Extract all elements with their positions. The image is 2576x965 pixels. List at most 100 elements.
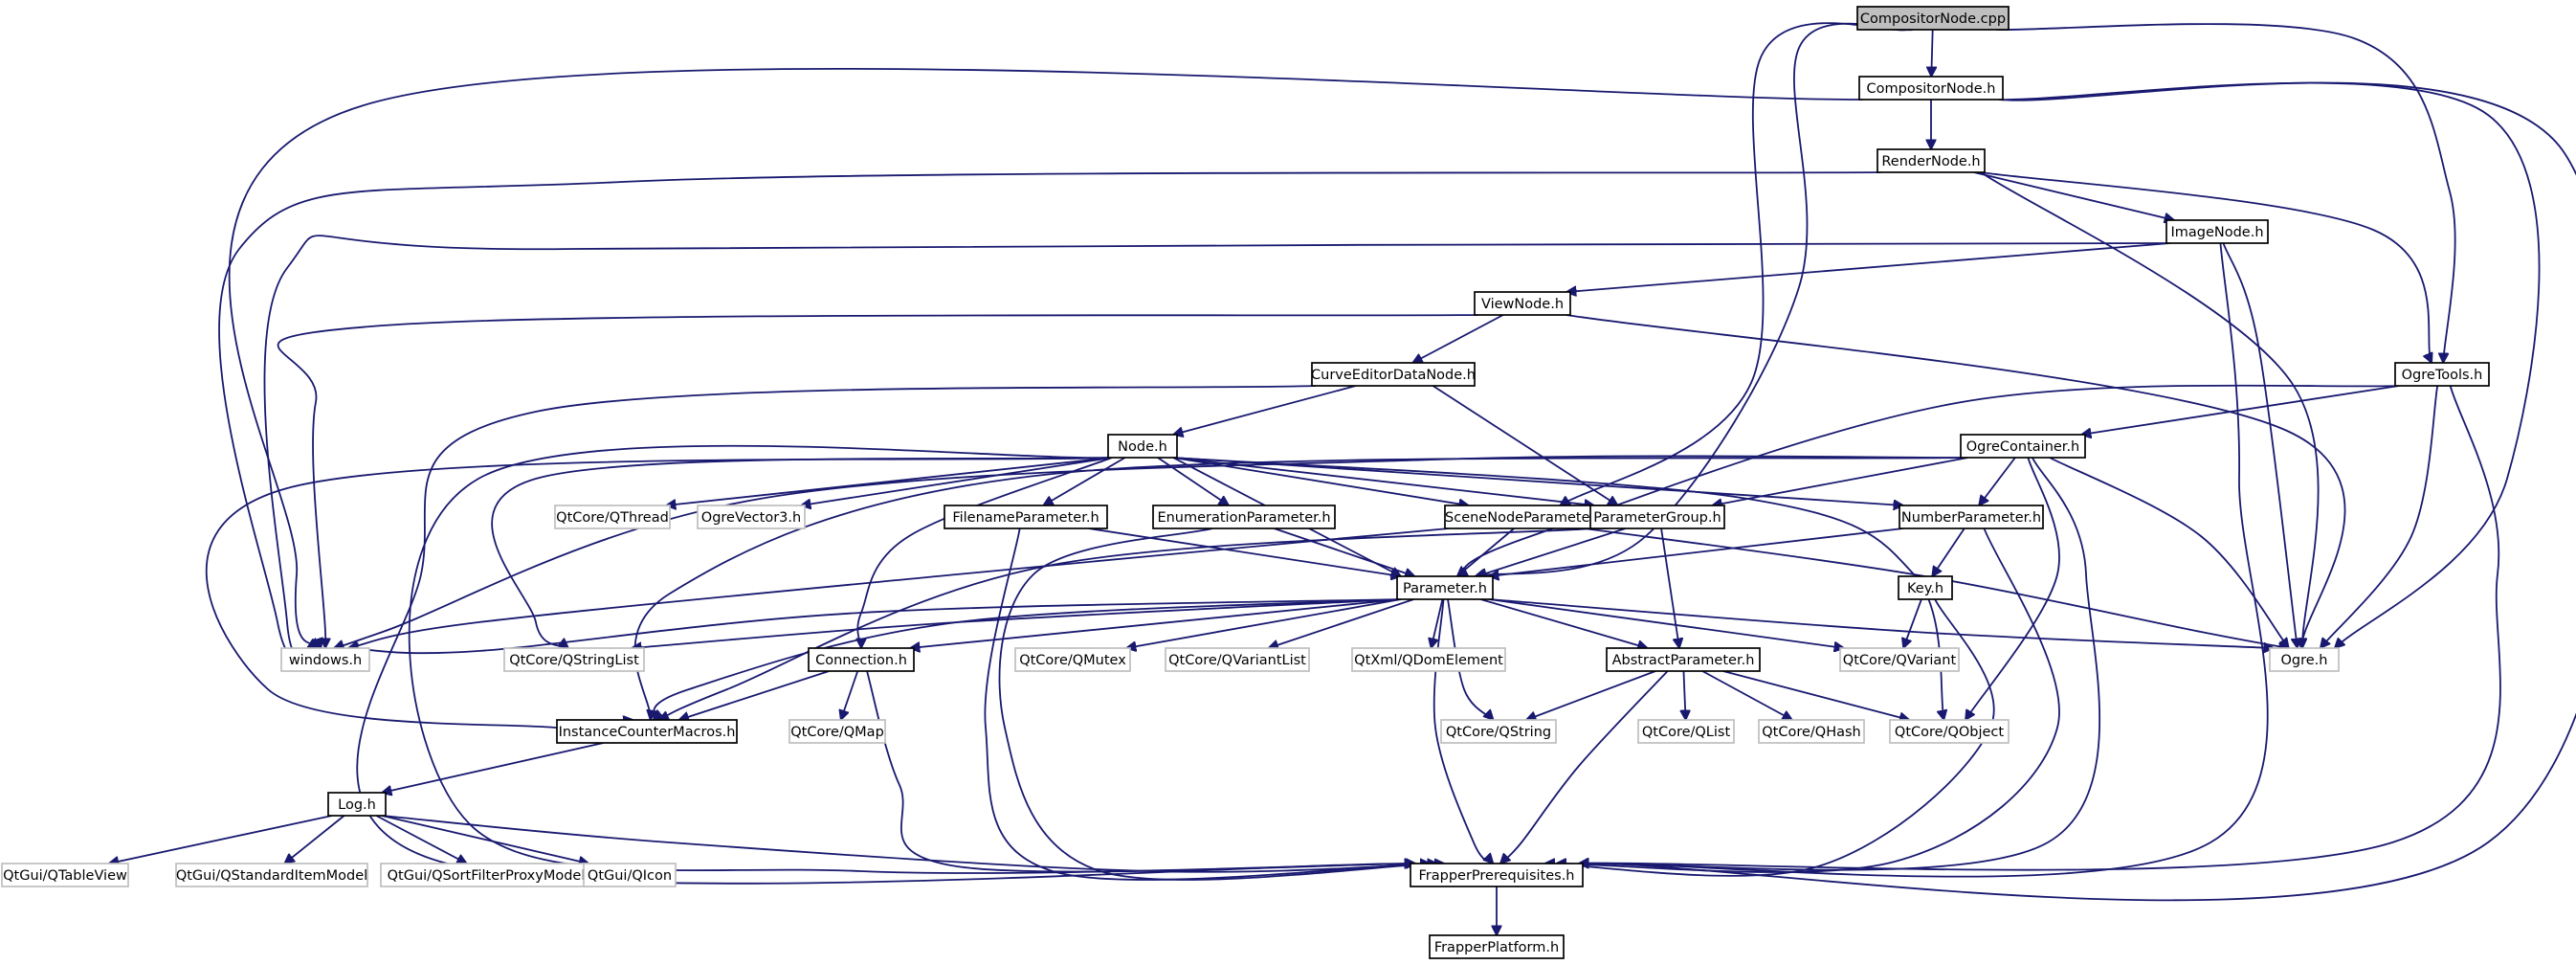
edge-ogrecontainer_h-to-frapperprerequisites_h <box>1579 457 2101 871</box>
node-compositornode-h[interactable]: CompositorNode.h <box>1858 76 2004 101</box>
node-scenenodeparameter-h[interactable]: SceneNodeParameter.h <box>1444 505 1609 529</box>
edge-imagenode_h-to-viewnode_h <box>1566 242 2171 292</box>
node-ogre-h: Ogre.h <box>2269 647 2340 672</box>
node-box <box>1014 647 1131 672</box>
node-box <box>1758 719 1865 744</box>
edge-ogretools_h-to-parameter_h <box>1458 384 2400 576</box>
edge-parameter_h-to-abstractparameter_h <box>1480 598 1647 648</box>
node-rendernode-h[interactable]: RenderNode.h <box>1876 148 1986 173</box>
node-label: CompositorNode.h <box>1867 81 1996 97</box>
edge-compositornode_cpp-to-scenenodeparameter_h <box>1560 22 1908 505</box>
edge-log_h-to-frapperprerequisites_h <box>381 815 1444 873</box>
node-box <box>2269 647 2340 672</box>
node-label: Connection.h <box>815 653 907 668</box>
node-frapperprerequisites-h[interactable]: FrapperPrerequisites.h <box>1410 863 1584 887</box>
node-frapperplatform-h[interactable]: FrapperPlatform.h <box>1429 934 1565 959</box>
edge-abstractparameter_h-to-frapperprerequisites_h <box>1500 670 1669 864</box>
node-label: AbstractParameter.h <box>1612 653 1755 668</box>
node-box <box>503 647 645 672</box>
edge-parameter_h-to-qvariant <box>1488 598 1844 648</box>
edge-rendernode_h-to-ogretools_h <box>1980 171 2432 363</box>
edge-node_h-to-connection_h <box>857 457 1113 648</box>
node-ogrecontainer-h[interactable]: OgreContainer.h <box>1960 434 2086 459</box>
node-box <box>1152 505 1336 529</box>
node-label: QtGui/QIcon <box>588 868 672 884</box>
node-qlist: QtCore/QList <box>1637 719 1735 744</box>
node-box <box>1589 505 1725 529</box>
node-box <box>697 505 806 529</box>
node-parameter-h[interactable]: Parameter.h <box>1396 575 1494 600</box>
node-box <box>1606 647 1761 672</box>
edge-curveeditordatanode_h-to-parametergroup_h <box>1432 385 1617 505</box>
node-box <box>1410 863 1584 887</box>
edge-ogrecontainer_h-to-windows_h <box>334 455 1965 648</box>
edge-parametergroup_h-to-parameter_h <box>1477 527 1626 576</box>
node-box <box>1637 719 1735 744</box>
node-viewnode-h[interactable]: ViewNode.h <box>1474 291 1571 316</box>
edge-numberparameter_h-to-key_h <box>1932 527 1965 576</box>
node-box <box>788 719 886 744</box>
edge-scenenodeparameter_h-to-windows_h <box>348 527 1450 648</box>
node-instancecountermacros-h[interactable]: InstanceCounterMacros.h <box>556 719 738 744</box>
edge-viewnode_h-to-ogre_h <box>1566 314 2346 648</box>
edge-parameter_h-to-qvariantlist <box>1269 598 1414 648</box>
node-curveeditordatanode-h[interactable]: CurveEditorDataNode.h <box>1311 362 1476 387</box>
node-label: QtCore/QMap <box>790 725 884 740</box>
edge-log_h-to-qsortfilterproxymodel <box>375 815 467 864</box>
node-qdomelement: QtXml/QDomElement <box>1351 647 1506 672</box>
edge-parameter_h-to-ogre_h <box>1488 598 2274 648</box>
edge-connection_h-to-instancecountermacros_h <box>679 670 830 720</box>
edge-ogrecontainer_h-to-parametergroup_h <box>1712 457 1968 505</box>
edge-scenenodeparameter_h-to-parameter_h <box>1457 527 1515 576</box>
node-log-h[interactable]: Log.h <box>327 792 387 817</box>
edge-enumerationparameter_h-to-parameter_h <box>1274 527 1415 576</box>
node-label: Node.h <box>1118 439 1167 455</box>
node-box <box>175 863 368 887</box>
node-label: QtCore/QList <box>1642 725 1731 740</box>
node-label: EnumerationParameter.h <box>1157 510 1330 526</box>
node-compositornode-cpp[interactable]: CompositorNode.cpp <box>1856 6 2010 31</box>
dependency-nodes: CompositorNode.cppCompositorNode.hRender… <box>1 6 2490 959</box>
node-label: FrapperPlatform.h <box>1434 940 1559 955</box>
node-box <box>1 863 129 887</box>
node-node-h[interactable]: Node.h <box>1107 434 1178 459</box>
node-label: windows.h <box>289 653 362 668</box>
node-enumerationparameter-h[interactable]: EnumerationParameter.h <box>1152 505 1336 529</box>
node-label: Log.h <box>338 797 376 813</box>
edge-abstractparameter_h-to-qobject <box>1722 670 1910 720</box>
edge-ogrecontainer_h-to-instancecountermacros_h <box>633 457 1965 720</box>
node-abstractparameter-h[interactable]: AbstractParameter.h <box>1606 647 1761 672</box>
edge-filenameparameter_h-to-frapperprerequisites_h <box>984 527 1430 881</box>
node-qmap: QtCore/QMap <box>788 719 886 744</box>
node-windows-h: windows.h <box>280 647 370 672</box>
edge-imagenode_h-to-windows_h <box>263 235 2171 659</box>
edge-numberparameter_h-to-parameter_h <box>1489 527 1904 576</box>
node-box <box>1899 505 2044 529</box>
node-parametergroup-h[interactable]: ParameterGroup.h <box>1589 505 1725 529</box>
edge-log_h-to-qtableview <box>109 815 333 864</box>
edge-node_h-to-qstringlist <box>491 457 1113 648</box>
edge-viewnode_h-to-curveeditordatanode_h <box>1412 314 1504 363</box>
node-filenameparameter-h[interactable]: FilenameParameter.h <box>944 505 1108 529</box>
node-label: FilenameParameter.h <box>952 510 1099 526</box>
node-imagenode-h[interactable]: ImageNode.h <box>2165 219 2269 244</box>
node-numberparameter-h[interactable]: NumberParameter.h <box>1899 505 2044 529</box>
node-label: QtCore/QHash <box>1762 725 1861 740</box>
node-ogretools-h[interactable]: OgreTools.h <box>2394 362 2490 387</box>
node-connection-h[interactable]: Connection.h <box>808 647 915 672</box>
node-box <box>1898 575 1953 600</box>
edge-node_h-to-numberparameter_h <box>1172 457 1903 505</box>
node-label: CompositorNode.cpp <box>1860 11 2006 27</box>
edge-compositornode_h-to-windows_h <box>228 67 1864 648</box>
node-box <box>1351 647 1506 672</box>
node-box <box>280 647 370 672</box>
edge-filenameparameter_h-to-parameter_h <box>1088 527 1401 576</box>
node-box <box>1311 362 1476 387</box>
node-label: FrapperPrerequisites.h <box>1418 868 1574 884</box>
node-qmutex: QtCore/QMutex <box>1014 647 1131 672</box>
node-key-h[interactable]: Key.h <box>1898 575 1953 600</box>
node-box <box>808 647 915 672</box>
node-box <box>1960 434 2086 459</box>
edge-node_h-to-qobject <box>1172 457 1943 720</box>
